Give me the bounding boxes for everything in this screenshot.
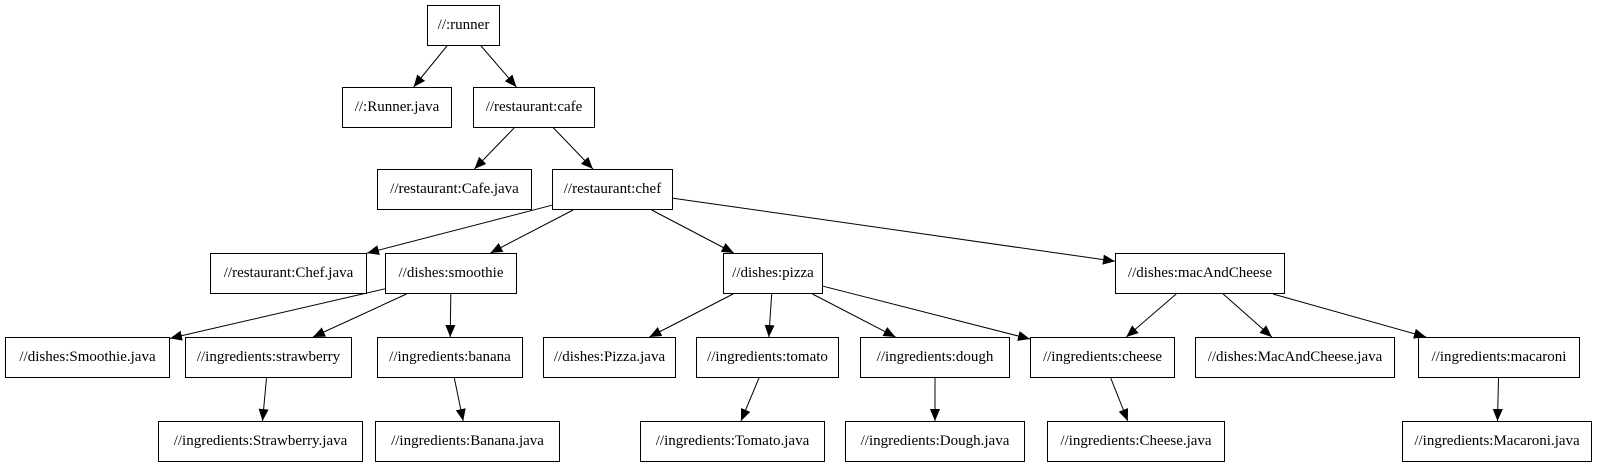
graph-node-macaroni-java: //ingredients:Macaroni.java bbox=[1402, 421, 1592, 462]
graph-node-label: //ingredients:Macaroni.java bbox=[1414, 433, 1580, 449]
graph-node-label: //ingredients:Banana.java bbox=[391, 433, 544, 449]
graph-node-label: //ingredients:strawberry bbox=[196, 349, 341, 365]
graph-node-cafe: //restaurant:cafe bbox=[473, 87, 595, 128]
graph-node-label: //ingredients:dough bbox=[876, 349, 994, 365]
graph-edge-macaroni-to-macaroni_java bbox=[1492, 377, 1503, 422]
graph-edge-smoothie-to-banana bbox=[445, 293, 456, 338]
graph-node-macandcheese: //dishes:macAndCheese bbox=[1115, 253, 1285, 294]
graph-node-runner: //:runner bbox=[427, 5, 500, 46]
graph-edge-smoothie-to-strawberry bbox=[312, 293, 407, 338]
graph-node-label: //dishes:smoothie bbox=[398, 265, 504, 281]
graph-edge-cafe-to-cafe_java bbox=[474, 127, 515, 170]
graph-node-label: //ingredients:cheese bbox=[1042, 349, 1163, 365]
graph-node-label: //ingredients:Dough.java bbox=[860, 433, 1010, 449]
graph-edge-runner-to-runner_java bbox=[413, 45, 448, 88]
graph-node-smoothie: //dishes:smoothie bbox=[385, 253, 517, 294]
graph-node-banana-java: //ingredients:Banana.java bbox=[375, 421, 560, 462]
graph-node-cafe-java: //restaurant:Cafe.java bbox=[377, 169, 532, 210]
graph-node-label: //dishes:MacAndCheese.java bbox=[1207, 349, 1383, 365]
graph-edge-smoothie-to-smoothie_java bbox=[169, 288, 386, 341]
graph-node-label: //ingredients:banana bbox=[389, 349, 511, 365]
graph-node-dough: //ingredients:dough bbox=[860, 337, 1010, 378]
graph-node-label: //ingredients:Strawberry.java bbox=[173, 433, 348, 449]
graph-node-label: //restaurant:Chef.java bbox=[223, 265, 354, 281]
graph-node-cheese: //ingredients:cheese bbox=[1030, 337, 1175, 378]
graph-node-tomato: //ingredients:tomato bbox=[696, 337, 839, 378]
graph-edge-pizza-to-tomato bbox=[764, 293, 775, 338]
graph-node-strawberry: //ingredients:strawberry bbox=[185, 337, 352, 378]
graph-edge-tomato-to-tomato_java bbox=[740, 377, 760, 422]
graph-node-strawberry-java: //ingredients:Strawberry.java bbox=[158, 421, 363, 462]
graph-node-smoothie-java: //dishes:Smoothie.java bbox=[5, 337, 170, 378]
graph-node-pizza-java: //dishes:Pizza.java bbox=[543, 337, 676, 378]
graph-edge-macandcheese-to-cheese bbox=[1125, 293, 1177, 338]
graph-edge-chef-to-smoothie bbox=[490, 209, 574, 254]
graph-node-label: //restaurant:Cafe.java bbox=[390, 181, 519, 197]
graph-edge-runner-to-cafe bbox=[480, 45, 517, 88]
graph-node-tomato-java: //ingredients:Tomato.java bbox=[640, 421, 825, 462]
graph-edge-banana-to-banana_java bbox=[453, 377, 466, 422]
graph-node-macaroni: //ingredients:macaroni bbox=[1418, 337, 1580, 378]
graph-edge-cheese-to-cheese_java bbox=[1110, 377, 1129, 422]
graph-node-cheese-java: //ingredients:Cheese.java bbox=[1047, 421, 1225, 462]
graph-edge-macandcheese-to-macandcheese_java bbox=[1222, 293, 1273, 338]
graph-node-label: //ingredients:Cheese.java bbox=[1060, 433, 1212, 449]
graph-edge-pizza-to-pizza_java bbox=[649, 293, 734, 338]
graph-node-banana: //ingredients:banana bbox=[377, 337, 523, 378]
graph-edge-chef-to-macandcheese bbox=[672, 197, 1116, 265]
graph-node-label: //:Runner.java bbox=[354, 99, 440, 115]
graph-edge-chef-to-chef_java bbox=[366, 204, 553, 255]
graph-node-label: //dishes:pizza bbox=[732, 265, 814, 281]
graph-edge-pizza-to-cheese bbox=[822, 285, 1031, 341]
graph-node-label: //restaurant:chef bbox=[563, 181, 662, 197]
graph-node-label: //ingredients:Tomato.java bbox=[655, 433, 810, 449]
graph-node-label: //ingredients:tomato bbox=[707, 349, 828, 365]
graph-edge-macandcheese-to-macaroni bbox=[1272, 293, 1427, 339]
graph-node-macandcheese-java: //dishes:MacAndCheese.java bbox=[1195, 337, 1395, 378]
graph-node-label: //dishes:Pizza.java bbox=[553, 349, 666, 365]
graph-edge-pizza-to-dough bbox=[812, 293, 896, 338]
graph-edge-strawberry-to-strawberry_java bbox=[258, 377, 269, 422]
graph-node-label: //dishes:macAndCheese bbox=[1127, 265, 1273, 281]
graph-edge-chef-to-pizza bbox=[651, 209, 735, 254]
graph-node-label: //dishes:Smoothie.java bbox=[19, 349, 156, 365]
graph-node-chef-java: //restaurant:Chef.java bbox=[210, 253, 367, 294]
graph-node-chef: //restaurant:chef bbox=[552, 169, 673, 210]
graph-node-pizza: //dishes:pizza bbox=[723, 253, 823, 294]
graph-node-label: //:runner bbox=[437, 17, 490, 33]
graph-node-dough-java: //ingredients:Dough.java bbox=[845, 421, 1025, 462]
graph-node-label: //ingredients:macaroni bbox=[1431, 349, 1567, 365]
graph-edge-cafe-to-chef bbox=[553, 127, 594, 170]
graph-node-label: //restaurant:cafe bbox=[485, 99, 583, 115]
graph-node-runner-java: //:Runner.java bbox=[342, 87, 452, 128]
